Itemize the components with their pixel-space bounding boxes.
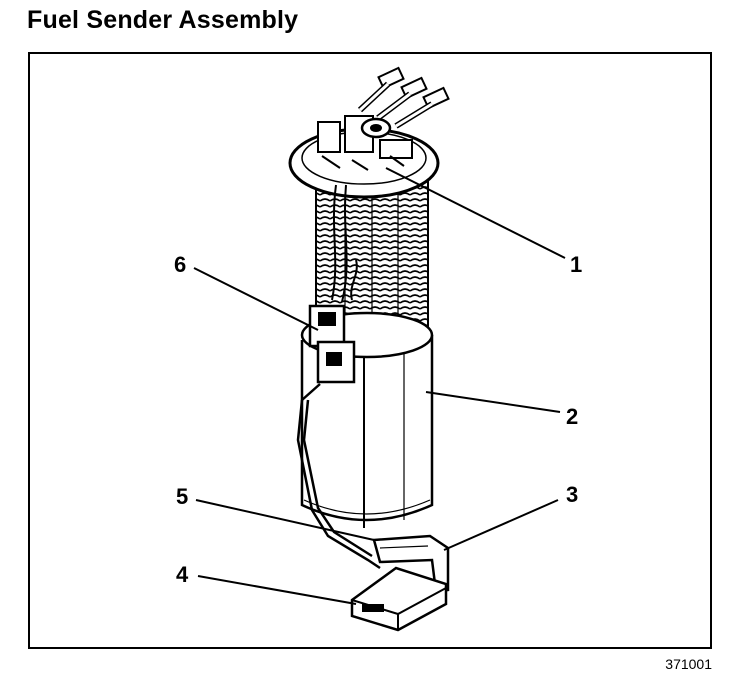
leader-lines [193,167,566,605]
float-arm [296,399,381,570]
callout-6: 6 [174,252,186,277]
wiring-harness [331,184,358,303]
float [350,566,448,632]
sender-flange [288,115,440,199]
diagram-frame [28,52,712,649]
diagram-title: Fuel Sender Assembly [27,6,299,34]
callout-4: 4 [176,562,189,587]
fuel-line-connectors [357,66,450,129]
callout-2: 2 [566,404,578,429]
callout-1: 1 [570,252,582,277]
callout-3: 3 [566,482,578,507]
callout-5: 5 [176,484,188,509]
level-sensor-connector [301,304,356,401]
figure-id: 371001 [665,656,712,672]
